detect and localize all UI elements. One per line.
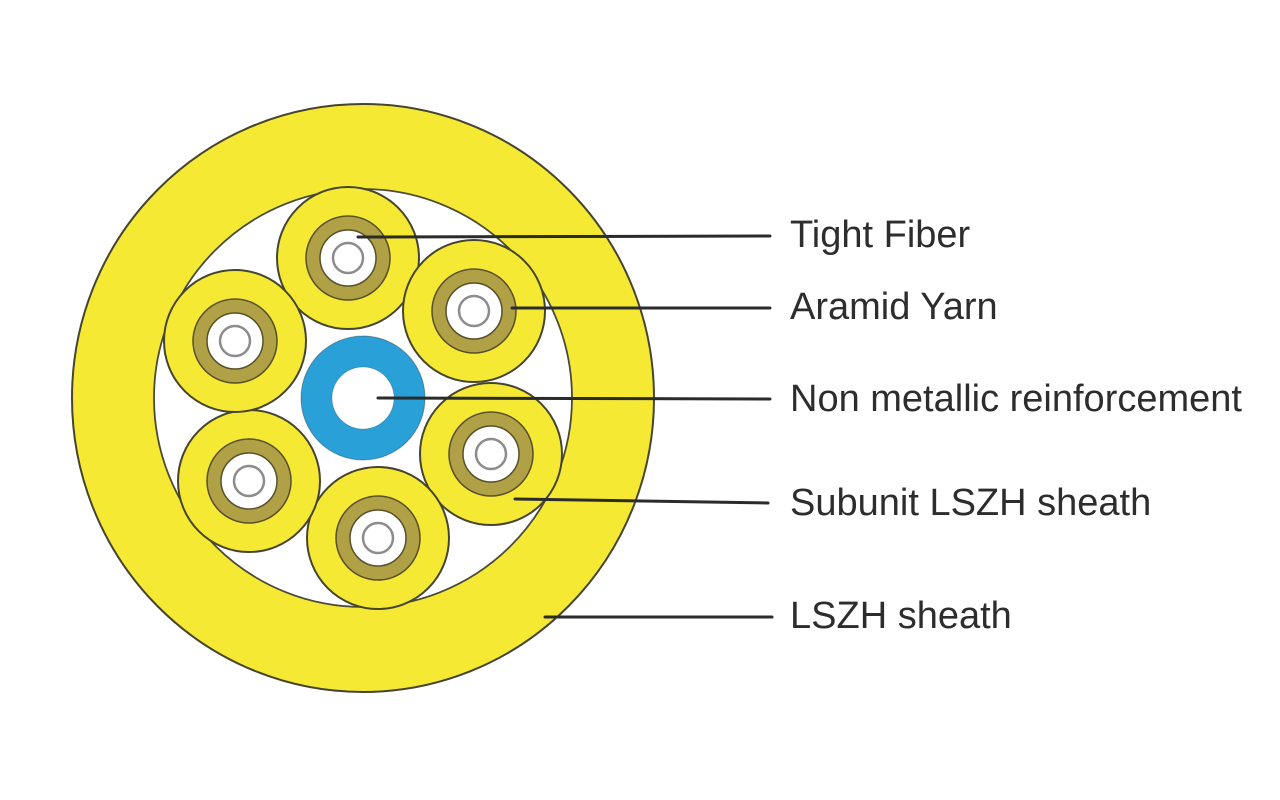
non-metallic-reinforcement xyxy=(300,335,426,461)
label-aramid-yarn: Aramid Yarn xyxy=(790,286,998,329)
leader-line-tight-fiber xyxy=(356,234,772,239)
leader-line-subunit-lszh-sheath xyxy=(513,497,770,505)
tight-fiber-circle xyxy=(218,324,252,358)
label-tight-fiber: Tight Fiber xyxy=(790,214,971,257)
label-lszh-sheath: LSZH sheath xyxy=(790,595,1012,638)
subunit-bottom xyxy=(306,466,450,610)
subunit-upper-right xyxy=(402,239,546,383)
label-non-metallic-reinforcement: Non metallic reinforcement xyxy=(790,378,1242,421)
tight-fiber-circle xyxy=(361,521,395,555)
subunit-upper-left xyxy=(163,269,307,413)
tight-fiber-circle xyxy=(232,464,266,498)
leader-line-non-metallic-reinforcement xyxy=(376,396,772,401)
tight-fiber-circle xyxy=(457,294,491,328)
subunit-lower-left xyxy=(177,409,321,553)
label-subunit-lszh-sheath: Subunit LSZH sheath xyxy=(790,482,1152,525)
tight-fiber-circle xyxy=(474,437,508,471)
subunit-lower-right xyxy=(419,382,563,526)
tight-fiber-circle xyxy=(331,241,365,275)
